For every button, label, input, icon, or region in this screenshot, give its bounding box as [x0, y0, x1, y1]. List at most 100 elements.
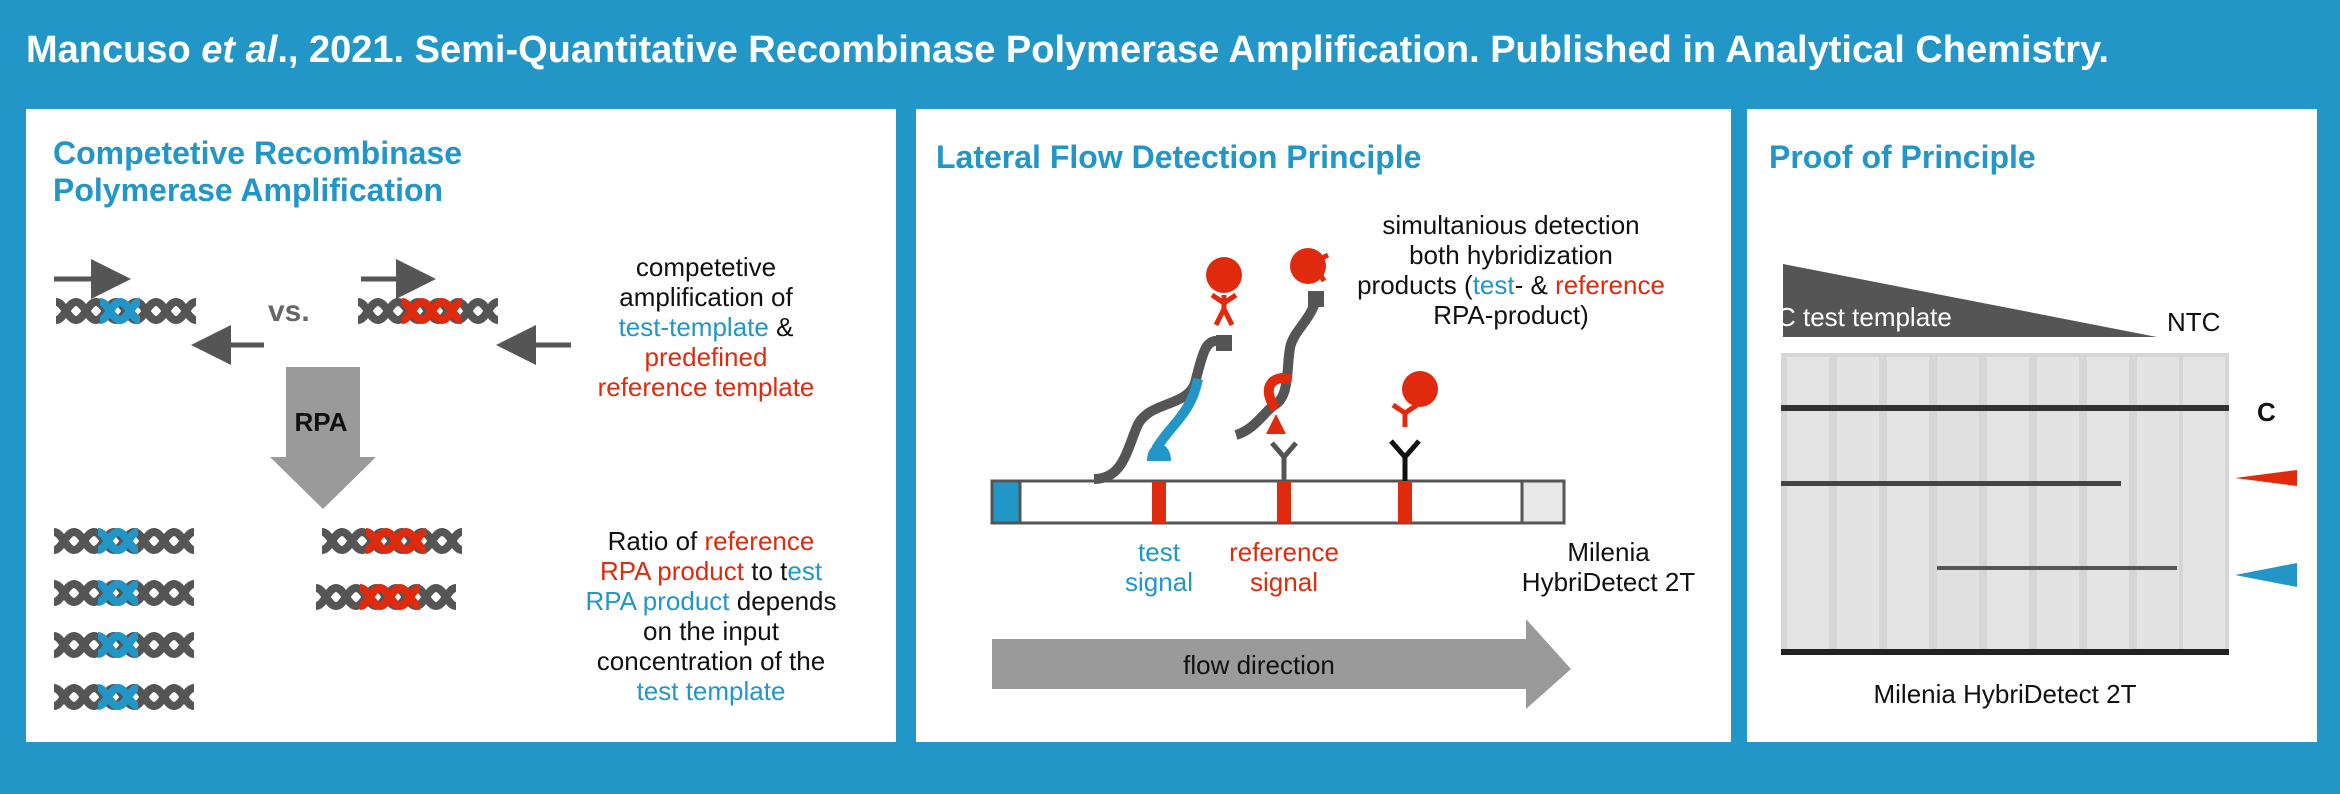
- flow-direction-arrow: [992, 619, 1571, 709]
- ntc-label: NTC: [2167, 307, 2221, 337]
- panel-lateral-flow: Lateral Flow Detection Principle simulta…: [916, 109, 1731, 742]
- test-template-gradient-label: C test template: [1777, 302, 1952, 332]
- lane: [2183, 357, 2225, 651]
- product-reference-helix: [316, 588, 456, 606]
- detect-line: RPA-product): [1433, 300, 1589, 330]
- dna-diagram: [26, 259, 571, 742]
- control-line-label: C: [2257, 397, 2276, 427]
- detect-text: - &: [1514, 270, 1556, 300]
- lane: [1837, 357, 1879, 651]
- desc-line: competetive: [635, 252, 777, 282]
- label-line: test: [1138, 537, 1180, 567]
- strip-lanes: [1787, 357, 2225, 651]
- product-test-helix: [54, 688, 194, 706]
- label-line: HybriDetect 2T: [1521, 567, 1696, 597]
- panel-title: Competetive Recombinase Polymerase Ampli…: [53, 135, 462, 209]
- absorbent-pad: [1520, 479, 1566, 525]
- capture-antibody-icon: [1270, 441, 1298, 481]
- flow-direction-label: flow direction: [1183, 650, 1335, 680]
- test-signal-label: test signal: [1099, 537, 1219, 597]
- ratio-line: RPA product to test: [571, 556, 851, 586]
- test-amplicon-strand: [1093, 335, 1222, 484]
- detect-line: simultanious detection: [1382, 210, 1640, 240]
- reference-band: [1781, 481, 2121, 486]
- vs-label: vs.: [268, 295, 310, 328]
- ratio-text: to t: [744, 556, 788, 586]
- panel-title: Proof of Principle: [1769, 139, 2036, 175]
- ratio-description: Ratio of reference RPA product to test R…: [571, 526, 851, 706]
- detection-description: simultanious detection both hybridizatio…: [1331, 210, 1691, 330]
- panel-title: Lateral Flow Detection Principle: [936, 139, 1422, 175]
- gold-particle: [1402, 371, 1438, 407]
- gold-particle: [1290, 248, 1326, 284]
- lane: [2037, 357, 2079, 651]
- detect-line: both hybridization: [1409, 240, 1613, 270]
- strip-photo-diagram: [1781, 264, 2297, 655]
- product-test-helix: [54, 636, 194, 654]
- antibody-icon: [1391, 402, 1419, 427]
- reference-band-marker: [2235, 470, 2297, 486]
- ratio-text: depends: [729, 586, 837, 616]
- reference-template-text: reference template: [597, 372, 815, 402]
- ratio-test-template: test template: [636, 676, 786, 706]
- product-test-helix: [54, 532, 194, 550]
- reference-dna-helix: [358, 302, 498, 320]
- ratio-line: RPA product depends: [571, 586, 851, 616]
- sample-pad: [990, 479, 1022, 525]
- concentration-gradient-wedge: [1783, 264, 2157, 337]
- detect-test: test: [1472, 270, 1515, 300]
- gold-particle: [1206, 257, 1242, 293]
- competitive-description: competetive amplification of test-templa…: [581, 252, 831, 402]
- control-antibody-icon: [1389, 439, 1421, 481]
- device-label: Milenia HybriDetect 2T: [1496, 537, 1721, 597]
- digoxigenin-tag: [1266, 414, 1286, 434]
- ratio-rpa-product: RPA product: [599, 556, 744, 586]
- strip-caption: Milenia HybriDetect 2T: [1873, 679, 2137, 709]
- rpa-label: RPA: [294, 407, 348, 437]
- ratio-line: Ratio of reference: [571, 526, 851, 556]
- ratio-est: est: [787, 556, 823, 586]
- ratio-line: concentration of the: [596, 646, 826, 676]
- test-template-text: test-template: [618, 312, 769, 342]
- test-line: [1152, 481, 1166, 523]
- desc-line: amplification of: [619, 282, 793, 312]
- predefined-text: predefined: [644, 342, 768, 372]
- label-line: Milenia: [1567, 537, 1650, 567]
- lane: [1787, 357, 1829, 651]
- figure-title: Mancuso et al., 2021. Semi-Quantitative …: [26, 29, 2109, 71]
- ratio-text: Ratio of: [607, 526, 705, 556]
- lane: [2087, 357, 2129, 651]
- ratio-reference: reference: [704, 526, 815, 556]
- title-line-2: Polymerase Amplification: [53, 172, 444, 208]
- ref-probe-strand: [1263, 373, 1293, 412]
- lane: [1987, 357, 2029, 651]
- control-line: [1398, 481, 1412, 523]
- test-dna-helix: [56, 302, 196, 320]
- product-reference-helix: [322, 532, 462, 550]
- test-probe-strand: [1151, 377, 1203, 452]
- tag: [1216, 335, 1232, 351]
- strip-edge: [1781, 649, 2229, 655]
- antibody-icon: [1210, 292, 1238, 327]
- lane: [1887, 357, 1929, 651]
- panel-proof-of-principle: Proof of Principle C test template NTC C…: [1747, 109, 2317, 742]
- reference-signal-label: reference signal: [1214, 537, 1354, 597]
- ratio-line: on the input: [643, 616, 779, 646]
- control-band: [1781, 405, 2229, 411]
- label-line: signal: [1250, 567, 1318, 597]
- lane: [1937, 357, 1979, 651]
- lane: [2137, 357, 2179, 651]
- panel-competitive-rpa: Competetive Recombinase Polymerase Ampli…: [26, 109, 896, 742]
- test-band: [1937, 566, 2177, 570]
- detect-line: products (test- & reference: [1331, 270, 1691, 300]
- test-band-marker: [2235, 563, 2297, 587]
- lateral-flow-diagram: [990, 248, 1571, 709]
- desc-line: test-template &: [581, 312, 831, 342]
- label-line: reference: [1229, 537, 1339, 567]
- amp-text: &: [768, 312, 794, 342]
- reference-line: [1277, 481, 1291, 523]
- product-test-helix: [54, 584, 194, 602]
- label-line: signal: [1125, 567, 1193, 597]
- detect-text: products (: [1357, 270, 1473, 300]
- tag: [1308, 291, 1324, 307]
